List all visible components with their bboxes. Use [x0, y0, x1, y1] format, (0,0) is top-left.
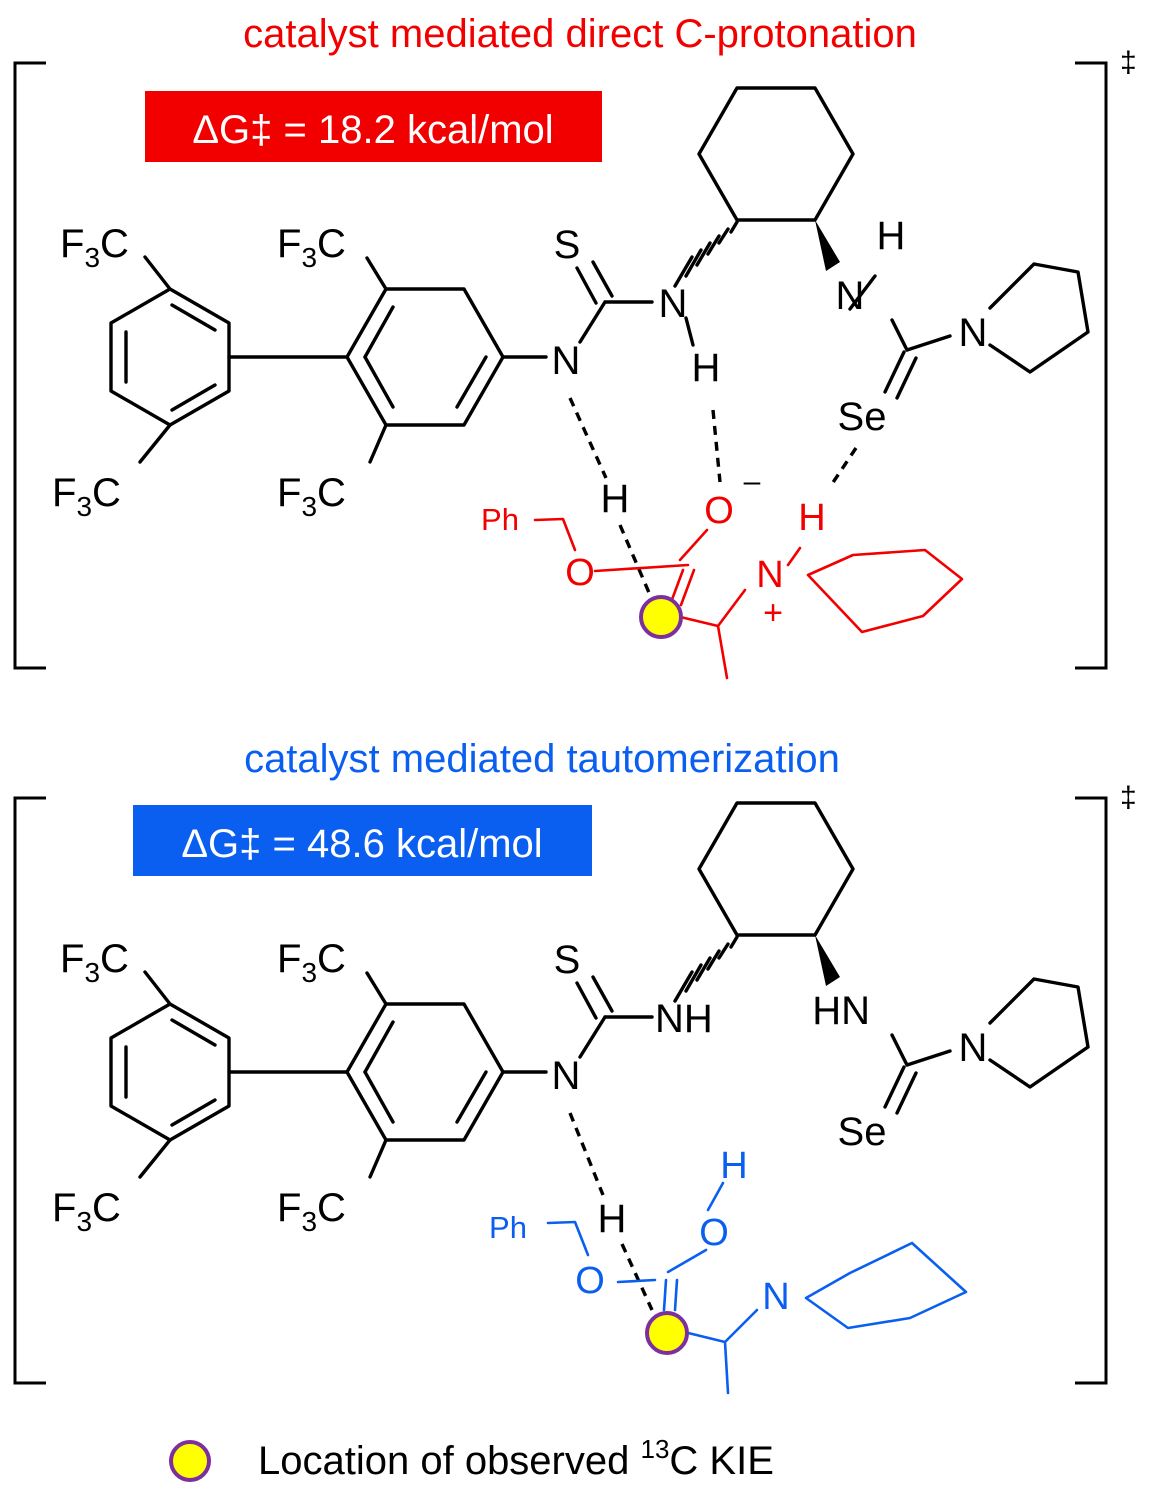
bottom-f3c-left-lower: F3C — [52, 1186, 121, 1237]
top-f3c-center-lower: F3C — [277, 471, 346, 522]
bottom-energy-label: ΔG‡ = 48.6 kcal/mol — [181, 822, 542, 866]
bottom-proton-h: H — [598, 1197, 627, 1241]
top-hbond-h-oxide — [711, 409, 722, 483]
top-f3c-center-upper: F3C — [277, 222, 346, 273]
bottom-left-bracket — [13, 796, 46, 1385]
top-right-h: H — [877, 214, 906, 258]
top-selenium: Se — [838, 395, 887, 439]
bottom-selenium: Se — [838, 1110, 887, 1154]
top-substrate-plus: + — [763, 594, 783, 632]
top-thiourea-s: S — [554, 223, 581, 267]
top-right-n: N — [836, 274, 865, 318]
bottom-substrate-ph: Ph — [489, 1210, 527, 1245]
top-substrate-oxide-o: O — [704, 490, 734, 532]
legend-text: Location of observed 13C KIE — [258, 1434, 774, 1483]
bottom-substrate-hydroxyl-h: H — [720, 1145, 747, 1187]
top-catalyst: F3C F3C F3C F3C S N N H N H N Se — [52, 86, 1090, 522]
top-energy-label: ΔG‡ = 18.2 kcal/mol — [192, 108, 553, 152]
bottom-energy-box — [133, 805, 592, 876]
bottom-kie-marker — [645, 1311, 689, 1355]
bottom-substrate-amine-n: N — [762, 1276, 789, 1318]
top-substrate-oxide-minus: – — [744, 465, 761, 498]
top-proton-h: H — [601, 477, 630, 521]
top-hbond-se-h — [830, 447, 858, 485]
bottom-right-hn: HN — [812, 989, 870, 1033]
bottom-f3c-center-lower: F3C — [277, 1186, 346, 1237]
top-substrate-ammonium-n: N — [756, 554, 783, 596]
bottom-right-bracket — [1075, 796, 1108, 1385]
bottom-hbond-n-h — [568, 1112, 605, 1196]
top-panel: catalyst mediated direct C-protonation ‡… — [13, 12, 1137, 680]
bottom-panel: catalyst mediated tautomerization ‡ ΔG‡ … — [13, 737, 1137, 1395]
bottom-f3c-center-upper: F3C — [277, 937, 346, 988]
bottom-substrate-hydroxyl-o: O — [699, 1212, 729, 1254]
top-pyrrolidine-n: N — [959, 311, 988, 355]
top-right-bracket — [1075, 61, 1108, 670]
top-thiourea-h: H — [692, 346, 721, 390]
bottom-hbond-h-carbon — [620, 1243, 654, 1311]
top-ts-symbol: ‡ — [1120, 46, 1137, 79]
top-energy-box — [145, 91, 602, 162]
top-f3c-left-upper: F3C — [60, 222, 129, 273]
bottom-substrate — [546, 1181, 968, 1395]
top-kie-marker — [639, 595, 683, 639]
bottom-f3c-left-upper: F3C — [60, 937, 129, 988]
top-thiourea-n: N — [659, 282, 688, 326]
top-substrate-nh-h: H — [798, 497, 825, 539]
top-hbond-h-carbon — [618, 524, 652, 596]
bottom-substrate-ester-o: O — [575, 1260, 605, 1302]
legend: Location of observed 13C KIE — [169, 1434, 774, 1483]
top-substrate-ester-o: O — [565, 552, 595, 594]
bottom-aryl-n: N — [552, 1054, 581, 1098]
top-hbond-n-h — [568, 397, 608, 479]
bottom-thiourea-s: S — [554, 938, 581, 982]
bottom-pyrrolidine-n: N — [959, 1026, 988, 1070]
top-substrate — [533, 517, 964, 680]
bottom-ts-symbol: ‡ — [1120, 781, 1137, 814]
kie-marker-icon — [169, 1440, 211, 1482]
top-panel-title: catalyst mediated direct C-protonation — [243, 12, 917, 56]
bottom-catalyst: F3C F3C F3C F3C S N NH HN N Se — [52, 801, 1090, 1237]
bottom-panel-title: catalyst mediated tautomerization — [244, 737, 840, 781]
bottom-thiourea-nh: NH — [655, 997, 713, 1041]
top-left-bracket — [13, 61, 46, 670]
top-substrate-ph: Ph — [481, 502, 519, 537]
top-f3c-left-lower: F3C — [52, 471, 121, 522]
top-aryl-n: N — [552, 339, 581, 383]
